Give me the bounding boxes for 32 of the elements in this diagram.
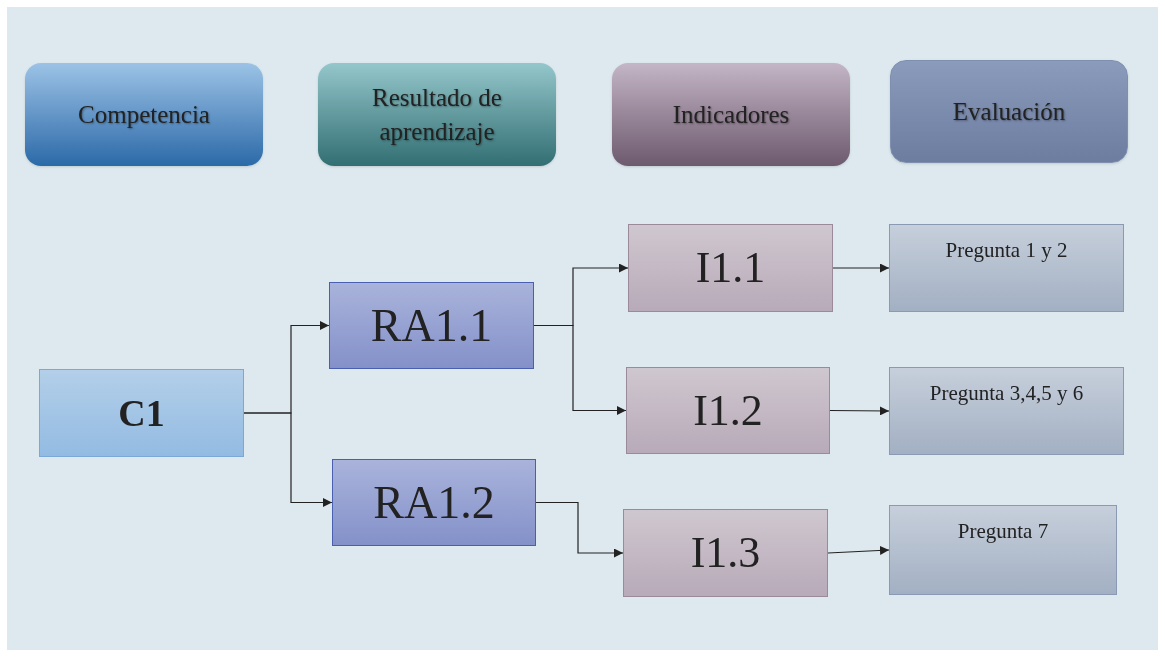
process-box — [889, 224, 1124, 312]
node-label: I1.2 — [693, 384, 763, 437]
process-box — [889, 505, 1117, 595]
header-label: Competencia — [78, 99, 210, 130]
process-box — [623, 509, 828, 597]
header-box — [25, 63, 263, 166]
header-box — [318, 63, 556, 166]
arrow — [243, 412, 333, 507]
header-box — [612, 63, 850, 166]
node-label: Pregunta 3,4,5 y 6 — [929, 380, 1084, 407]
arrow — [533, 324, 627, 415]
header-label: Resultado de aprendizaje — [371, 82, 503, 147]
process-box — [628, 224, 833, 312]
node-label: RA1.1 — [370, 299, 493, 353]
process-box — [332, 459, 536, 546]
arrow — [535, 501, 624, 558]
arrow — [832, 263, 890, 273]
node-label: RA1.2 — [373, 476, 495, 530]
node-label: C1 — [118, 390, 165, 436]
process-box — [329, 282, 534, 369]
arrow — [827, 545, 890, 555]
node-label: Pregunta 7 — [957, 518, 1049, 545]
node-label: Pregunta 1 y 2 — [945, 237, 1068, 264]
node-label: I1.1 — [695, 242, 766, 294]
node-label: I1.3 — [690, 527, 761, 579]
process-box — [626, 367, 830, 454]
process-box — [39, 369, 244, 457]
header-label: Evaluación — [952, 96, 1066, 127]
process-box — [889, 367, 1124, 455]
header-label: Indicadores — [672, 99, 790, 130]
header-box — [890, 60, 1128, 163]
arrow — [829, 406, 890, 416]
